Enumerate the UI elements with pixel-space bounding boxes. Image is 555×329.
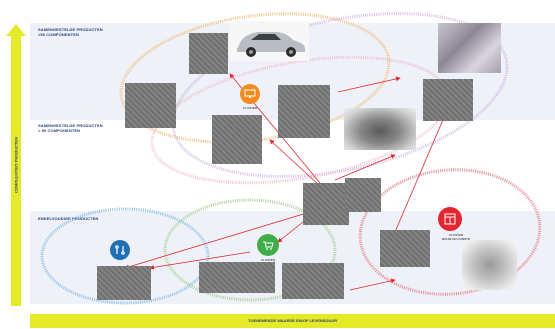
y-axis-bar — [11, 34, 21, 306]
orange-cluster-icon — [240, 84, 260, 104]
redacted-block-2 — [125, 83, 176, 128]
redacted-block-1 — [189, 33, 228, 74]
orange-cluster-ellipse — [119, 12, 391, 144]
flow-arrow-5 — [394, 107, 449, 233]
redacted-block-10 — [282, 263, 344, 299]
green-cluster-icon — [257, 234, 279, 256]
band-label-top: SAMENGESTELDE PRODUCTEN >50 COMPONENTEN — [38, 27, 103, 37]
redacted-block-11 — [97, 266, 151, 300]
flow-arrow-2 — [269, 139, 321, 187]
blue-cluster-ellipse — [40, 207, 210, 305]
redacted-block-4 — [423, 79, 473, 121]
purple-cluster-ellipse — [171, 12, 509, 178]
y-axis-arrowhead — [6, 24, 26, 36]
band-label-middle: SAMENGESTELDE PRODUCTEN < 50 COMPONENTEN — [38, 123, 103, 133]
green-cluster-label: CLUSTER — [260, 258, 276, 262]
monitor-icon — [244, 89, 256, 98]
red-cluster-ellipse — [358, 168, 542, 296]
redacted-block-6 — [303, 183, 349, 225]
flow-arrow-8 — [149, 251, 251, 270]
crane-icon — [444, 213, 456, 225]
blurred-photo-bottom — [462, 240, 517, 290]
flow-arrow-6 — [124, 211, 311, 270]
cart-icon — [263, 241, 274, 250]
orange-cluster-label: CLUSTER — [242, 106, 258, 110]
flow-arrow-4 — [337, 76, 401, 93]
tools-icon — [115, 245, 125, 255]
x-axis-label: TOENEMENDE WAARDE EN/OF LEVENSDUUR — [247, 318, 338, 323]
flow-arrow-9 — [349, 278, 396, 291]
red-cluster-label: CLUSTER BOUW EN CONSTR — [442, 233, 470, 241]
blurred-photo-middle — [344, 108, 416, 150]
car-icon — [237, 32, 305, 57]
redacted-block-3 — [278, 85, 330, 138]
flow-arrow-3 — [334, 154, 396, 181]
redacted-block-7 — [345, 178, 381, 212]
green-cluster-ellipse — [163, 198, 337, 302]
x-axis-bar: TOENEMENDE WAARDE EN/OF LEVENSDUUR — [30, 314, 555, 328]
factory-photo — [438, 23, 501, 73]
band-label-bottom: ENKELVOUDIGE PRODUCTEN — [38, 216, 99, 221]
redacted-block-9 — [199, 262, 275, 293]
redacted-block-5 — [212, 115, 262, 164]
redacted-block-8 — [380, 230, 430, 267]
blue-cluster-icon — [110, 240, 130, 260]
red-cluster-icon — [438, 207, 462, 231]
car-photo — [229, 21, 309, 61]
